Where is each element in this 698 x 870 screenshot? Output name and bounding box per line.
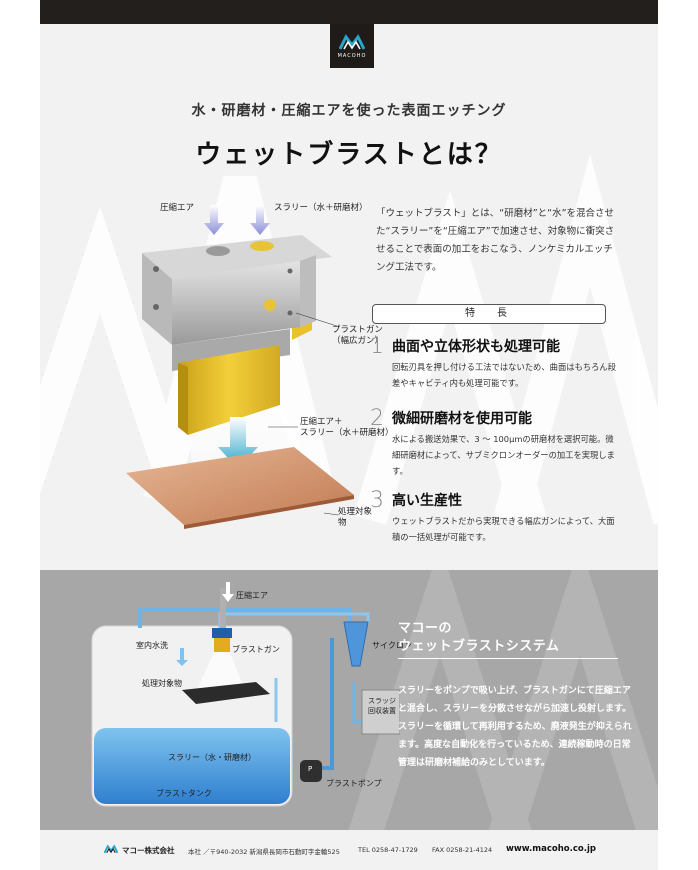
system-title-line2: ウェットブラストシステム (398, 639, 560, 655)
callout-blast-gun: ブラストガン （幅広ガン） (332, 325, 384, 347)
feature-description: ウェットブラストだから実現できる幅広ガンによって、大面積の一括処理が可能です。 (392, 516, 615, 542)
air-input-arrow-icon (222, 582, 234, 602)
blast-gun-illustration: 圧縮エア スラリー（水＋研磨材） ブラストガン （幅広ガン） 圧縮エア＋ スラリ… (80, 195, 394, 540)
system-description: スラリーをポンプで吸い上げ、ブラストガンにて圧縮エアと混合し、スラリーを分散させ… (398, 686, 632, 768)
footer-logo-icon (104, 844, 118, 854)
system-title-line1: マコーの (398, 621, 453, 636)
page-title: ウェットブラストとは？ (195, 140, 503, 170)
label-indoor-wash: 室内水洗 (136, 641, 168, 650)
callout-workpiece: 処理対象物 (338, 507, 373, 529)
system-title: マコーの ウェットブラストシステム (398, 620, 559, 656)
system-chevron-background (348, 570, 658, 830)
pump-mark: P (308, 765, 313, 773)
callout-slurry: スラリー（水＋研磨材） (274, 203, 368, 213)
flyer-page: MACOHO 水・研磨材・圧縮エアを使った表面エッチング ウェットブラストとは？ (40, 0, 658, 870)
company-address: 本社 ／〒940-2032 新潟県長岡市石動町字金輪525 (188, 848, 340, 856)
logo-text: MACOHO (337, 53, 367, 59)
feature-number: 3 (370, 488, 384, 513)
system-section: 圧縮エア サイクロン 室内水洗 ブラストガン 処理対象物 スラッジ 回収装置 ス… (40, 570, 658, 830)
feature-number: 2 (370, 406, 384, 431)
callout-compressed-air: 圧縮エア (160, 203, 195, 213)
wash-arrow-icon (176, 648, 188, 666)
label-sludge-unit: スラッジ 回収装置 (368, 697, 396, 715)
company-url-link[interactable]: www.macoho.co.jp (506, 844, 596, 854)
feature-number: 1 (370, 334, 384, 359)
label-blast-tank: ブラストタンク (156, 789, 212, 798)
feature-description: 水による搬送効果で、3 〜 100μmの研磨材を選択可能。微細研磨材によって、サ… (392, 434, 615, 476)
callout-air-plus-slurry: 圧縮エア＋ スラリー（水＋研磨材） (300, 417, 394, 439)
label-compressed-air: 圧縮エア (236, 591, 268, 600)
macoho-logo-icon (339, 34, 365, 50)
brand-logo: MACOHO (330, 24, 374, 68)
feature-title: 高い生産性 (392, 493, 462, 509)
company-fax: FAX 0258-21-4124 (432, 846, 493, 854)
system-title-divider (398, 658, 618, 659)
top-bar (40, 0, 658, 24)
label-slurry: スラリー（水・研磨材） (168, 753, 256, 762)
slurry-arrow-icon (250, 205, 270, 235)
air-arrow-icon (204, 205, 224, 235)
label-cyclone: サイクロン (372, 641, 412, 650)
feature-description: 回転刃具を押し付ける工法ではないため、曲面はもちろん段差やキャビティ内も処理可能… (392, 362, 617, 388)
feature-title: 曲面や立体形状も処理可能 (392, 339, 560, 355)
company-name: マコー株式会社 (122, 846, 175, 855)
footer: マコー株式会社 本社 ／〒940-2032 新潟県長岡市石動町字金輪525 TE… (40, 830, 658, 870)
label-workpiece: 処理対象物 (142, 679, 182, 688)
label-blast-pump: ブラストポンプ (326, 779, 382, 788)
blast-gun-drawing (126, 205, 354, 529)
label-blast-gun: ブラストガン (232, 645, 280, 654)
system-drawing (91, 582, 401, 807)
features-tag: 特 長 (372, 304, 606, 324)
intro-paragraph: 「ウェットブラスト」とは、“研磨材”と“水”を混合させた“スラリー”を“圧縮エア… (376, 208, 615, 274)
company-tel: TEL 0258-47-1729 (358, 846, 418, 854)
system-diagram: 圧縮エア サイクロン 室内水洗 ブラストガン 処理対象物 スラッジ 回収装置 ス… (80, 582, 412, 817)
page-subtitle: 水・研磨材・圧縮エアを使った表面エッチング (191, 103, 507, 119)
feature-title: 微細研磨材を使用可能 (392, 411, 532, 427)
